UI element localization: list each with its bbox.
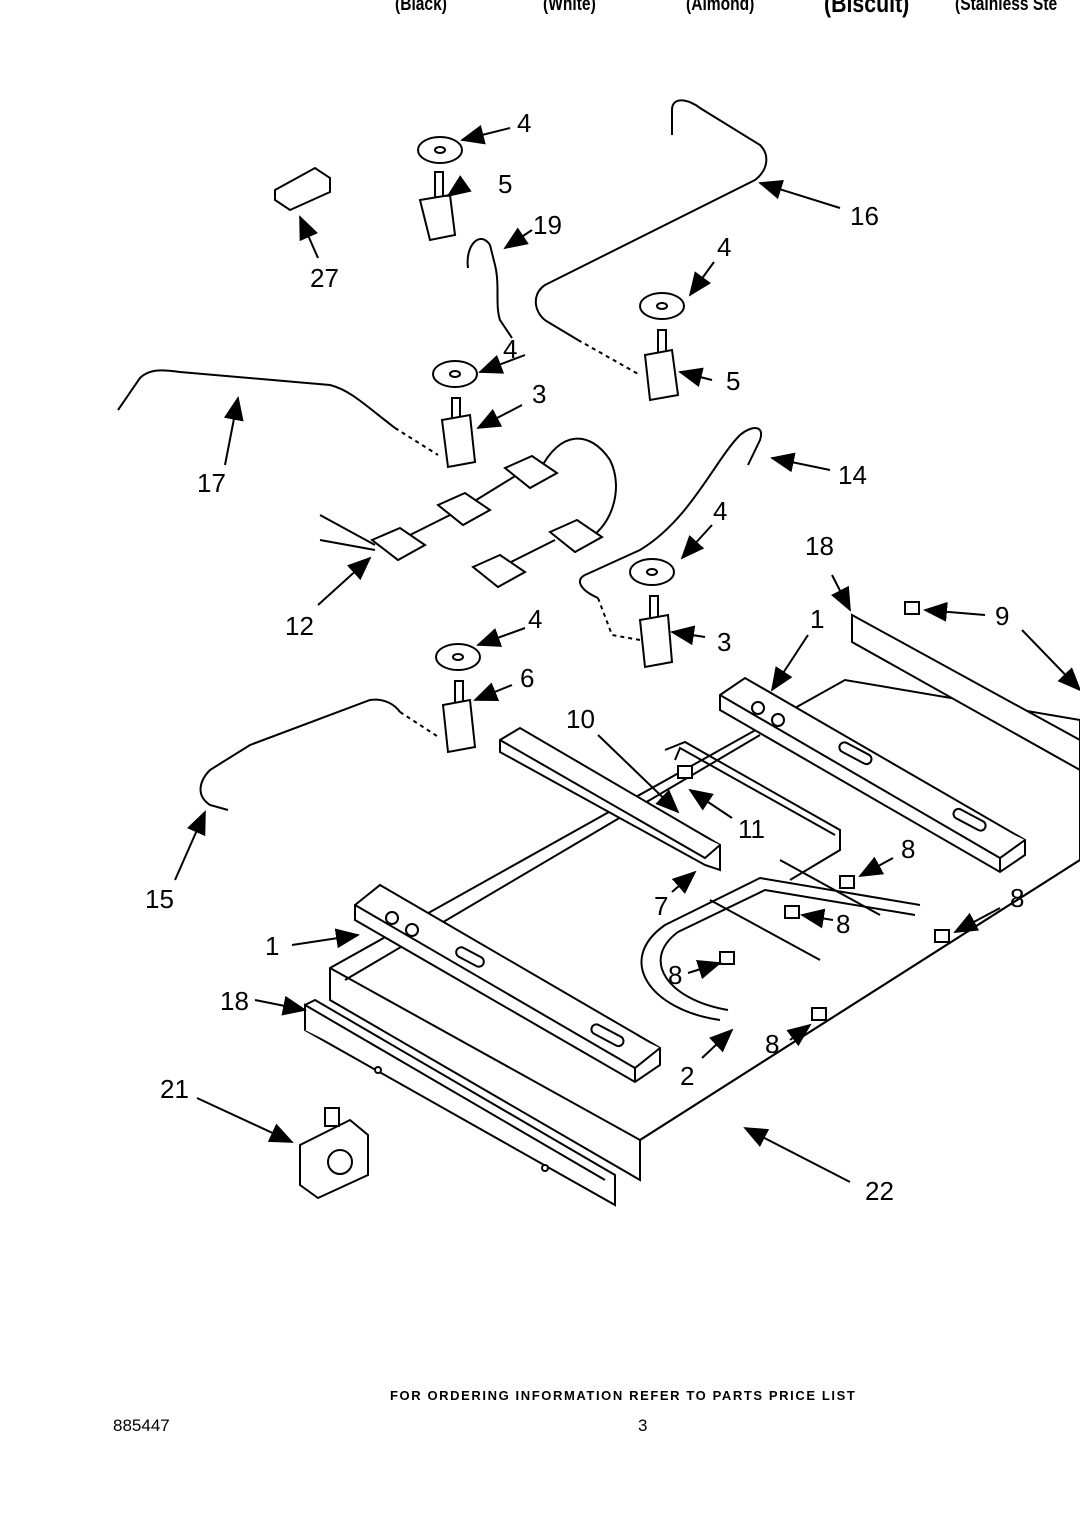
callout-8d: 8 bbox=[668, 960, 682, 990]
callout-3b: 3 bbox=[717, 627, 731, 657]
callout-8b: 8 bbox=[836, 909, 850, 939]
valve-top bbox=[417, 136, 463, 242]
screws bbox=[677, 601, 950, 1021]
callout-4c: 4 bbox=[503, 334, 517, 364]
callout-16: 16 bbox=[850, 201, 879, 231]
callout-labels: 4 5 19 16 27 4 4 5 3 17 14 4 12 4 3 6 18… bbox=[145, 108, 1024, 1206]
callout-8e: 8 bbox=[765, 1029, 779, 1059]
header-col-white: (White) bbox=[543, 0, 596, 15]
spark-module bbox=[274, 166, 331, 212]
callout-4e: 4 bbox=[528, 604, 542, 634]
burner-bracket-upper bbox=[719, 676, 1026, 874]
callout-1b: 1 bbox=[265, 931, 279, 961]
callout-4b: 4 bbox=[717, 232, 731, 262]
center-bracket bbox=[499, 726, 721, 872]
callout-8a: 8 bbox=[901, 834, 915, 864]
callout-27: 27 bbox=[310, 263, 339, 293]
callout-9: 9 bbox=[995, 601, 1009, 631]
callout-21: 21 bbox=[160, 1074, 189, 1104]
callout-arrows bbox=[174, 124, 1080, 1183]
callout-14: 14 bbox=[838, 460, 867, 490]
callout-18b: 18 bbox=[220, 986, 249, 1016]
callout-15: 15 bbox=[145, 884, 174, 914]
pressure-regulator bbox=[299, 1107, 369, 1200]
callout-17: 17 bbox=[197, 468, 226, 498]
callout-11: 11 bbox=[738, 814, 765, 844]
callout-8c: 8 bbox=[1010, 883, 1024, 913]
callout-10: 10 bbox=[566, 704, 595, 734]
header-col-black: (Black) bbox=[395, 0, 447, 15]
gas-tubes bbox=[117, 99, 768, 811]
callout-7: 7 bbox=[654, 891, 668, 921]
page-number: 3 bbox=[638, 1416, 648, 1435]
callout-18a: 18 bbox=[805, 531, 834, 561]
callout-1a: 1 bbox=[810, 604, 824, 634]
callout-2: 2 bbox=[680, 1061, 694, 1091]
callout-4a: 4 bbox=[517, 108, 531, 138]
valve-lower bbox=[435, 643, 481, 754]
callout-22: 22 bbox=[865, 1176, 894, 1206]
callout-5a: 5 bbox=[498, 169, 512, 199]
front-rail bbox=[304, 998, 616, 1207]
valve-left-upper bbox=[432, 360, 478, 469]
callout-6: 6 bbox=[520, 663, 534, 693]
document-number: 885447 bbox=[113, 1416, 170, 1435]
ordering-note: FOR ORDERING INFORMATION REFER TO PARTS … bbox=[390, 1388, 857, 1403]
valve-middle bbox=[629, 558, 675, 669]
burner-tube-frame bbox=[640, 740, 921, 1021]
header-col-almond: (Almond) bbox=[686, 0, 755, 15]
rear-rail bbox=[851, 613, 1080, 772]
callout-19: 19 bbox=[533, 210, 562, 240]
burner-bracket-lower bbox=[354, 883, 661, 1084]
valve-right bbox=[639, 292, 685, 402]
header-col-biscuit: (Biscuit) bbox=[824, 0, 910, 18]
igniter-harness bbox=[319, 437, 617, 589]
callout-5b: 5 bbox=[726, 366, 740, 396]
callout-12: 12 bbox=[285, 611, 314, 641]
header-col-stainless: (Stainless Ste bbox=[955, 0, 1058, 15]
callout-3a: 3 bbox=[532, 379, 546, 409]
callout-4d: 4 bbox=[713, 496, 727, 526]
